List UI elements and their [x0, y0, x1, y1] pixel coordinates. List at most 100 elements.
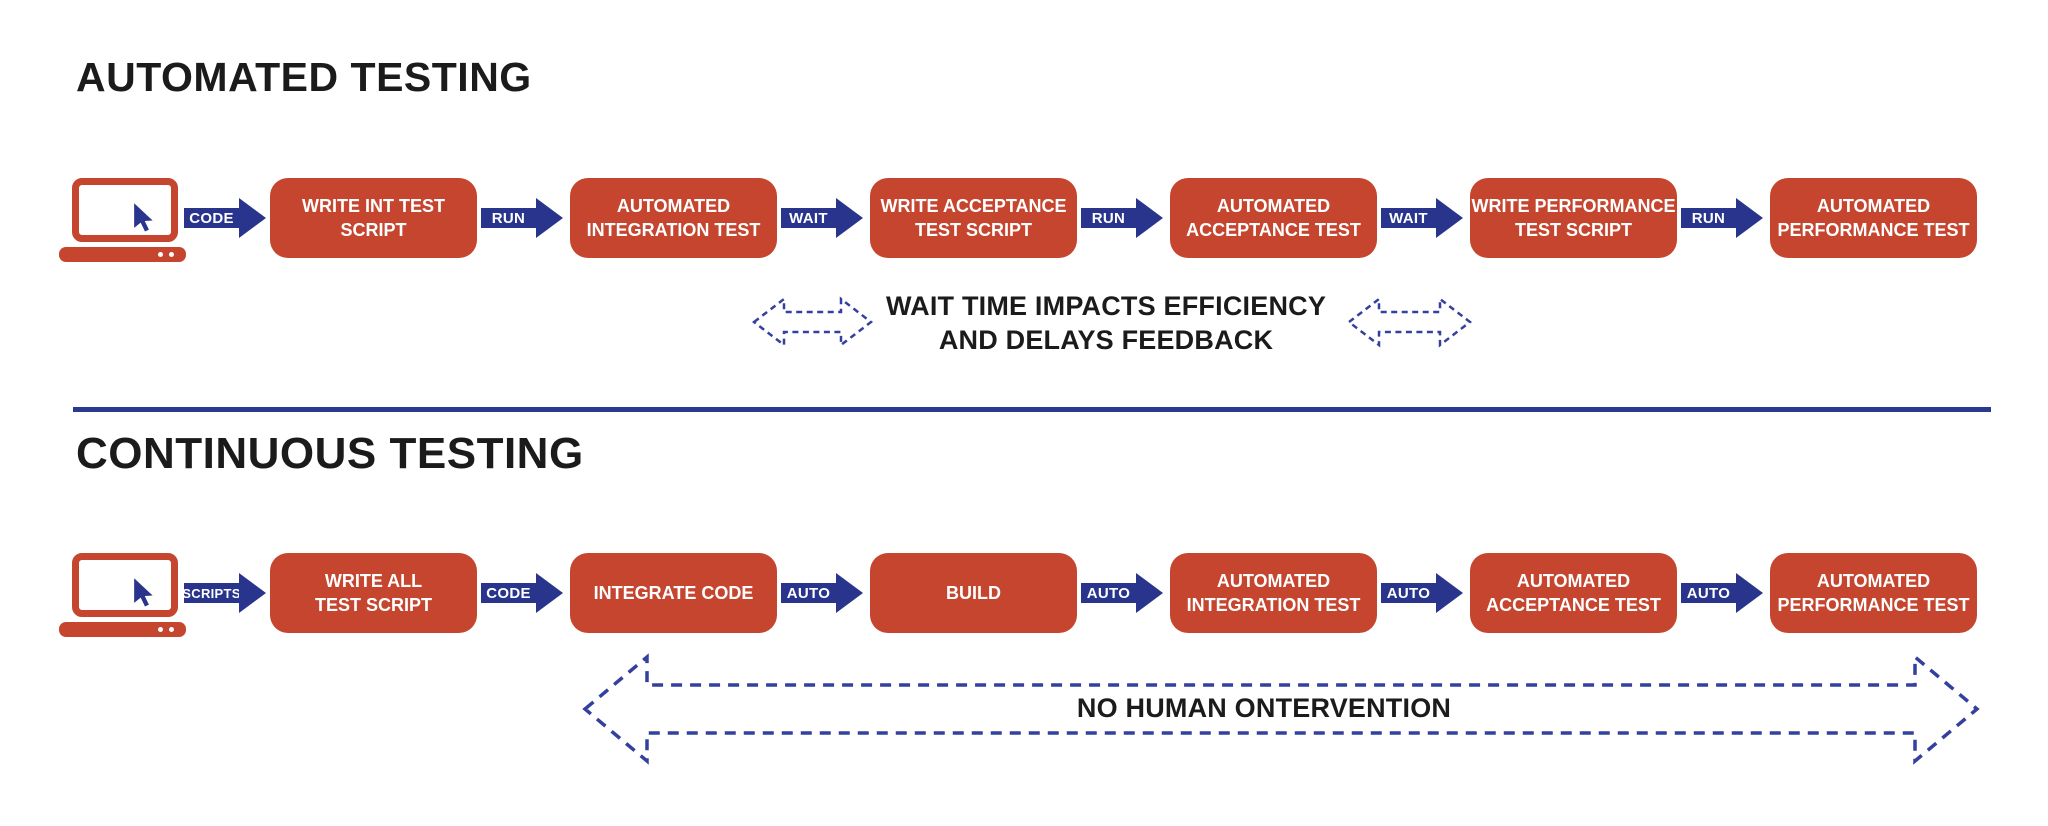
connector-label: RUN	[1091, 209, 1126, 227]
arrow-head-icon	[1136, 198, 1163, 238]
laptop-base	[59, 622, 186, 637]
arrow-shaft: AUTO	[1081, 583, 1136, 603]
arrow-shaft: AUTO	[1681, 583, 1736, 603]
flow-step-box: WRITE ACCEPTANCE TEST SCRIPT	[870, 178, 1077, 258]
wait-time-annotation: WAIT TIME IMPACTS EFFICIENCY AND DELAYS …	[880, 289, 1332, 357]
arrow-head-icon	[239, 573, 266, 613]
flow-connector-arrow: CODE	[184, 198, 266, 238]
arrow-shaft: RUN	[481, 208, 536, 228]
flow-step-box: AUTOMATED INTEGRATION TEST	[570, 178, 777, 258]
step-label-line: WRITE INT TEST	[302, 196, 445, 216]
connector-label: WAIT	[789, 209, 828, 227]
connector-label: WAIT	[1389, 209, 1428, 227]
arrow-head-icon	[1736, 573, 1763, 613]
flow-connector-arrow: AUTO	[781, 573, 863, 613]
arrow-head-icon	[1436, 198, 1463, 238]
step-label-line: AUTOMATED	[1516, 571, 1631, 591]
arrow-head-icon	[836, 573, 863, 613]
laptop-screen	[72, 178, 178, 242]
arrow-head-icon	[836, 198, 863, 238]
arrow-shaft: CODE	[481, 583, 536, 603]
flow-connector-arrow: RUN	[481, 198, 563, 238]
flow-connector-arrow: AUTO	[1081, 573, 1163, 613]
laptop-dot	[169, 252, 174, 257]
step-label-line: INTEGRATE CODE	[593, 583, 754, 603]
step-label-line: BUILD	[946, 583, 1001, 603]
step-label-line: INTEGRATION TEST	[1186, 595, 1361, 615]
flow-connector-arrow: SCRIPTS	[182, 573, 266, 613]
flow-connector-arrow: WAIT	[781, 198, 863, 238]
flow-step-box: WRITE ALL TEST SCRIPT	[270, 553, 477, 633]
dashed-double-arrow-icon	[582, 653, 1980, 765]
step-label-line: TEST SCRIPT	[914, 220, 1032, 240]
arrow-head-icon	[536, 198, 563, 238]
arrow-shaft: WAIT	[1381, 208, 1436, 228]
step-label-line: TEST SCRIPT	[314, 595, 432, 615]
laptop-icon	[59, 178, 186, 263]
step-label-line: PERFORMANCE TEST	[1777, 595, 1970, 615]
flow-connector-arrow: RUN	[1081, 198, 1163, 238]
mouse-cursor-icon	[129, 202, 159, 239]
flow-connector-arrow: CODE	[481, 573, 563, 613]
laptop-screen	[72, 553, 178, 617]
connector-label: AUTO	[1686, 584, 1731, 602]
flow-step-box: INTEGRATE CODE	[570, 553, 777, 633]
step-label-line: ACCEPTANCE TEST	[1186, 220, 1361, 240]
step-label-line: AUTOMATED	[616, 196, 731, 216]
section-title-automated-testing: AUTOMATED TESTING	[76, 54, 532, 100]
section-title-continuous-testing: CONTINUOUS TESTING	[76, 429, 584, 478]
dashed-double-arrow-icon	[752, 296, 873, 348]
flow-step-box: AUTOMATED ACCEPTANCE TEST	[1170, 178, 1377, 258]
wait-time-annotation-line1: WAIT TIME IMPACTS EFFICIENCY	[885, 291, 1327, 321]
flow-step-box: BUILD	[870, 553, 1077, 633]
wait-time-annotation-line2: AND DELAYS FEEDBACK	[938, 325, 1274, 355]
connector-label: AUTO	[786, 584, 831, 602]
laptop-dot	[158, 252, 163, 257]
laptop-icon	[59, 553, 186, 638]
section-divider	[73, 407, 1991, 412]
arrow-shaft: AUTO	[781, 583, 836, 603]
step-label-line: WRITE ALL	[324, 571, 423, 591]
arrow-shaft: CODE	[184, 208, 239, 228]
connector-label: SCRIPTS	[182, 585, 241, 601]
laptop-dot	[158, 627, 163, 632]
step-label-line: AUTOMATED	[1816, 571, 1931, 591]
step-label-line: WRITE ACCEPTANCE	[880, 196, 1067, 216]
flow-step-box: AUTOMATED PERFORMANCE TEST	[1770, 553, 1977, 633]
step-label-line: AUTOMATED	[1216, 571, 1331, 591]
flow-step-box: AUTOMATED INTEGRATION TEST	[1170, 553, 1377, 633]
mouse-cursor-icon	[129, 577, 159, 614]
arrow-shaft: SCRIPTS	[182, 583, 241, 603]
laptop-dot	[169, 627, 174, 632]
step-label-line: INTEGRATION TEST	[586, 220, 761, 240]
flow-step-box: AUTOMATED PERFORMANCE TEST	[1770, 178, 1977, 258]
flow-connector-arrow: AUTO	[1681, 573, 1763, 613]
flow-connector-arrow: RUN	[1681, 198, 1763, 238]
connector-label: AUTO	[1386, 584, 1431, 602]
step-label-line: WRITE PERFORMANCE	[1471, 196, 1676, 216]
connector-label: RUN	[491, 209, 526, 227]
arrow-shaft: AUTO	[1381, 583, 1436, 603]
step-label-line: ACCEPTANCE TEST	[1486, 595, 1661, 615]
step-label-line: PERFORMANCE TEST	[1777, 220, 1970, 240]
no-human-intervention-annotation: NO HUMAN ONTERVENTION	[1076, 693, 1452, 723]
arrow-head-icon	[1136, 573, 1163, 613]
arrow-shaft: WAIT	[781, 208, 836, 228]
step-label-line: AUTOMATED	[1816, 196, 1931, 216]
connector-label: RUN	[1691, 209, 1726, 227]
connector-label: CODE	[189, 209, 234, 227]
step-label-line: TEST SCRIPT	[1514, 220, 1632, 240]
arrow-head-icon	[239, 198, 266, 238]
dashed-double-arrow-icon	[1347, 296, 1472, 348]
arrow-shaft: RUN	[1681, 208, 1736, 228]
arrow-head-icon	[536, 573, 563, 613]
flow-connector-arrow: WAIT	[1381, 198, 1463, 238]
arrow-head-icon	[1436, 573, 1463, 613]
step-label-line: AUTOMATED	[1216, 196, 1331, 216]
flow-connector-arrow: AUTO	[1381, 573, 1463, 613]
arrow-shaft: RUN	[1081, 208, 1136, 228]
connector-label: CODE	[486, 584, 531, 602]
connector-label: AUTO	[1086, 584, 1131, 602]
laptop-base	[59, 247, 186, 262]
